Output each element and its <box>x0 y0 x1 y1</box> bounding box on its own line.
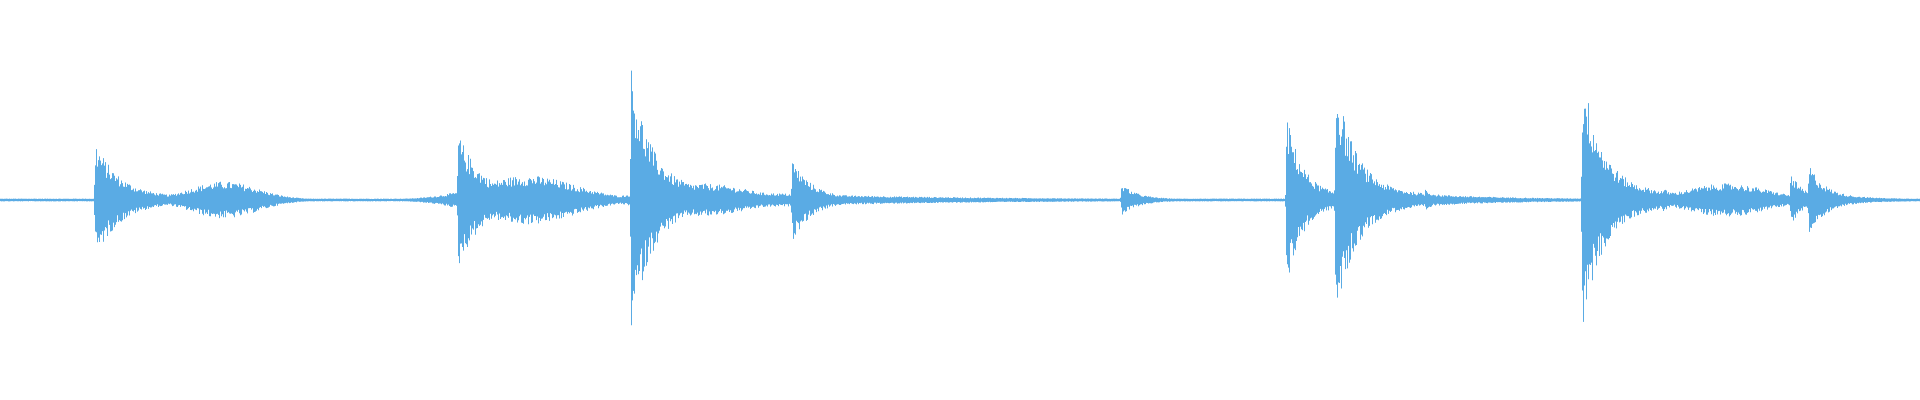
waveform-trace <box>0 70 1920 326</box>
waveform-channel <box>0 70 1920 326</box>
